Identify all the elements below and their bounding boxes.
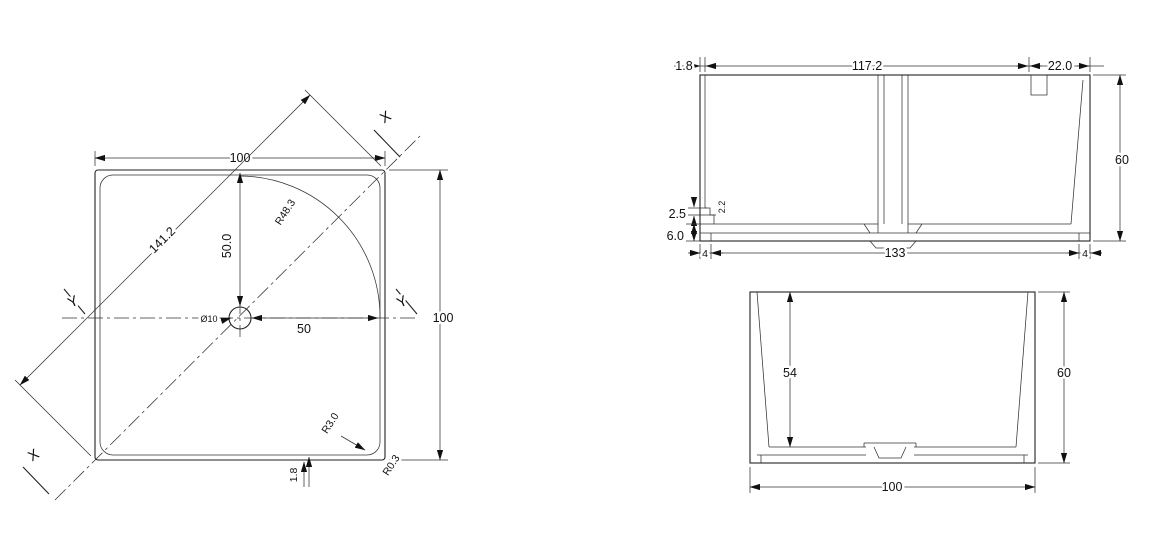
- plan-diagonal-dimension: 141.2: [14, 89, 382, 457]
- plan-drain-dimension: Ø10: [198, 312, 232, 327]
- plan-half-vertical-text: 50.0: [220, 234, 234, 258]
- front-height-text: 60: [1115, 153, 1129, 167]
- plan-height-dimension: 100: [389, 169, 456, 461]
- section-label-y-left: Y: [66, 293, 82, 312]
- front-wall-text: 1.8: [675, 59, 692, 73]
- plan-diagonal-text: 141.2: [146, 224, 178, 256]
- front-outline: [699, 74, 1091, 249]
- plan-view: X X Y Y 100 100 141.2 50.0: [14, 89, 456, 501]
- front-step-a-text: 2.5: [669, 207, 686, 221]
- front-floor-text: 133: [885, 246, 906, 260]
- side-inner-depth-text: 54: [783, 366, 797, 380]
- plan-half-horizontal-text: 50: [297, 322, 311, 336]
- side-view: 54 60 100: [749, 291, 1073, 497]
- front-base-text: 6.0: [667, 229, 684, 243]
- plan-drain-text: Ø10: [200, 314, 217, 324]
- plan-half-horizontal-dimension: 50: [251, 314, 379, 339]
- front-foot-right-text: 4: [1082, 248, 1088, 260]
- front-top-dimensions: 1.8 117.2 22.0: [673, 57, 1104, 76]
- front-bottom-dimensions: 4 133 4: [688, 244, 1102, 263]
- plan-half-vertical-dimension: 50.0: [218, 172, 244, 307]
- plan-fillet-inner-dimension: R3.0: [317, 408, 366, 451]
- plan-thickness-dimension: 1.8: [286, 456, 313, 487]
- front-step-b-text: 2.2: [717, 201, 727, 214]
- side-width-text: 100: [882, 480, 903, 494]
- plan-fillet-outer-text: R0.3: [380, 453, 402, 478]
- front-view: 1.8 117.2 22.0 60 2.5 2.2 6.0: [664, 57, 1131, 263]
- side-outline: [749, 291, 1036, 464]
- plan-height-text: 100: [433, 311, 454, 325]
- side-inner-depth-dimension: 54: [781, 291, 799, 448]
- side-height-dimension: 60: [1038, 291, 1073, 464]
- plan-thickness-text: 1.8: [288, 468, 300, 483]
- front-step-dimensions: 2.5 2.2 6.0: [664, 196, 730, 246]
- section-label-x-top: X: [377, 108, 394, 127]
- front-foot-left-text: 4: [702, 248, 708, 260]
- plan-fillet-inner-text: R3.0: [319, 411, 341, 436]
- front-height-dimension: 60: [1093, 74, 1131, 242]
- side-width-dimension: 100: [749, 467, 1036, 497]
- plan-arc-radius-text: R48.3: [273, 197, 298, 227]
- section-label-x-bottom: X: [25, 446, 42, 465]
- front-inner-width-text: 117.2: [852, 59, 882, 73]
- front-right-offset-text: 22.0: [1048, 59, 1072, 73]
- side-height-text: 60: [1057, 366, 1071, 380]
- plan-width-dimension: 100: [94, 149, 386, 168]
- section-label-y-right: Y: [395, 293, 411, 312]
